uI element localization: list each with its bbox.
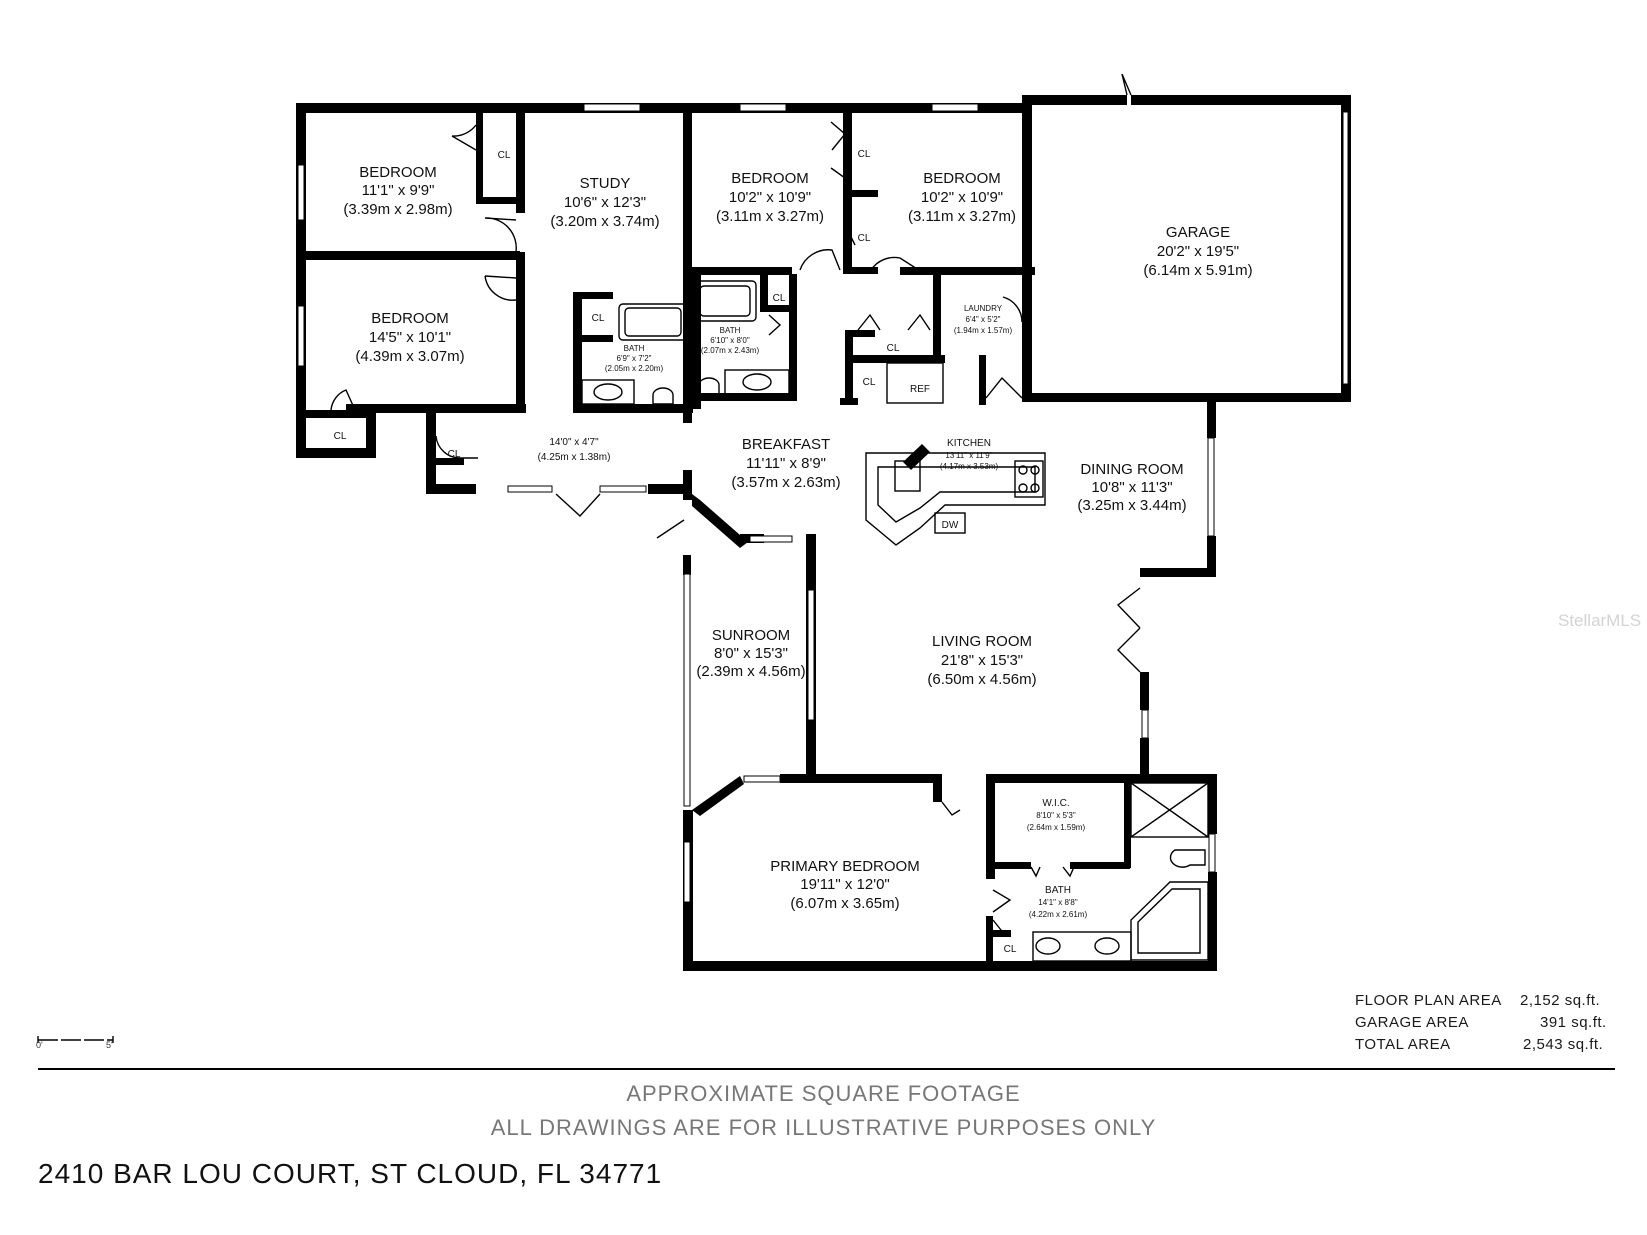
scale-start-label: 0' [36,1040,43,1050]
primary-bedroom-metric: (6.07m x 3.65m) [790,895,899,912]
bath-1-metric: (2.05m x 2.20m) [605,364,664,373]
area-row-total: TOTAL AREA 2,543 sq.ft. [1355,1036,1603,1053]
dining-room-metric: (3.25m x 3.44m) [1077,497,1186,514]
bedroom-3-name: BEDROOM [923,170,1001,187]
bedroom-2-name: BEDROOM [731,170,809,187]
bedroom-1-name: BEDROOM [359,164,437,181]
area-row-floor: FLOOR PLAN AREA 2,152 sq.ft. [1355,992,1600,1009]
study-name: STUDY [580,175,631,192]
wic-metric: (2.64m x 1.59m) [1027,823,1086,832]
kitchen-metric: (4.17m x 3.53m) [940,462,999,471]
living-room-name: LIVING ROOM [932,633,1032,650]
study-imperial: 10'6" x 12'3" [564,194,646,211]
windows [297,103,1349,903]
area-summary: FLOOR PLAN AREA 2,152 sq.ft. GARAGE AREA… [1355,992,1615,1058]
area-value: 2,543 sq.ft. [1523,1036,1604,1053]
area-value: 2,152 sq.ft. [1520,992,1601,1009]
closet-label: CL [773,293,786,304]
dining-room-name: DINING ROOM [1080,461,1183,478]
sunroom-metric: (2.39m x 4.56m) [696,663,805,680]
living-room-metric: (6.50m x 4.56m) [927,671,1036,688]
area-row-garage: GARAGE AREA 391 sq.ft. [1355,1014,1606,1031]
door-swings [330,73,1141,936]
bedroom-3-metric: (3.11m x 3.27m) [908,208,1016,225]
scale-bar [37,1036,114,1043]
bath-3-imperial: 14'1" x 8'8" [1038,898,1078,907]
closet-labels: CL CL CL CL CL CL CL CL CL CL REF DW [334,149,1017,955]
laundry-metric: (1.94m x 1.57m) [954,326,1013,335]
bedroom-1-imperial: 11'1" x 9'9" [362,182,435,199]
area-value: 391 sq.ft. [1540,1014,1607,1031]
fixtures [581,280,1209,962]
walls [296,95,1351,971]
wic-name: W.I.C. [1042,798,1069,809]
laundry-name: LAUNDRY [964,304,1003,313]
closet-label: CL [448,449,461,460]
bedroom-4-name: BEDROOM [371,310,449,327]
room-labels: BEDROOM 11'1" x 9'9" (3.39m x 2.98m) STU… [343,164,1252,919]
watermark: StellarMLS [1558,611,1641,630]
wic-imperial: 8'10" x 5'3" [1036,811,1076,820]
kitchen-imperial: 13'11" x 11'9" [945,451,992,460]
garage-metric: (6.14m x 5.91m) [1143,262,1252,279]
bath-1-name: BATH [624,344,645,353]
closet-label: CL [858,149,871,160]
disclaimer-line-1: APPROXIMATE SQUARE FOOTAGE [626,1081,1021,1106]
closet-label: CL [592,313,605,324]
disclaimer-line-2: ALL DRAWINGS ARE FOR ILLUSTRATIVE PURPOS… [490,1115,1157,1140]
study-metric: (3.20m x 3.74m) [550,213,659,230]
closet-label: CL [887,343,900,354]
closet-label: CL [863,377,876,388]
dishwasher-label: DW [942,520,959,531]
sunroom-name: SUNROOM [712,627,790,644]
hall-imperial: 14'0" x 4'7" [549,437,599,448]
closet-label: CL [858,233,871,244]
bedroom-4-metric: (4.39m x 3.07m) [355,348,464,365]
bath-1-imperial: 6'9" x 7'2" [617,354,652,363]
area-label: GARAGE AREA [1355,1014,1469,1031]
refrigerator-label: REF [910,384,930,395]
bedroom-1-metric: (3.39m x 2.98m) [343,201,452,218]
primary-bedroom-name: PRIMARY BEDROOM [770,858,919,875]
floor-plan: BEDROOM 11'1" x 9'9" (3.39m x 2.98m) STU… [37,73,1641,1043]
bedroom-2-imperial: 10'2" x 10'9" [729,189,811,206]
primary-bedroom-imperial: 19'11" x 12'0" [800,876,890,893]
area-label: TOTAL AREA [1355,1036,1451,1053]
scale-end-label: 5' [106,1040,113,1050]
footer-divider [38,1068,1615,1070]
hall-metric: (4.25m x 1.38m) [538,452,611,463]
kitchen-name: KITCHEN [947,438,991,449]
bedroom-3-imperial: 10'2" x 10'9" [921,189,1003,206]
laundry-imperial: 6'4" x 5'2" [966,315,1001,324]
bath-2-name: BATH [720,326,741,335]
bedroom-4-imperial: 14'5" x 10'1" [369,329,451,346]
breakfast-name: BREAKFAST [742,436,830,453]
dining-room-imperial: 10'8" x 11'3" [1091,479,1172,496]
breakfast-metric: (3.57m x 2.63m) [731,474,840,491]
bath-3-metric: (4.22m x 2.61m) [1029,910,1088,919]
sunroom-imperial: 8'0" x 15'3" [714,645,788,662]
property-address: 2410 BAR LOU COURT, ST CLOUD, FL 34771 [38,1158,663,1189]
area-label: FLOOR PLAN AREA [1355,992,1502,1009]
closet-label: CL [1004,944,1017,955]
garage-imperial: 20'2" x 19'5" [1157,243,1239,260]
living-room-imperial: 21'8" x 15'3" [941,652,1023,669]
garage-name: GARAGE [1166,224,1230,241]
diagonal-walls [692,444,930,816]
bath-2-imperial: 6'10" x 8'0" [710,336,750,345]
bath-2-metric: (2.07m x 2.43m) [701,346,760,355]
closet-label: CL [334,431,347,442]
closet-label: CL [498,150,511,161]
bedroom-2-metric: (3.11m x 3.27m) [716,208,824,225]
bath-3-name: BATH [1045,885,1071,896]
breakfast-imperial: 11'11" x 8'9" [746,455,826,472]
